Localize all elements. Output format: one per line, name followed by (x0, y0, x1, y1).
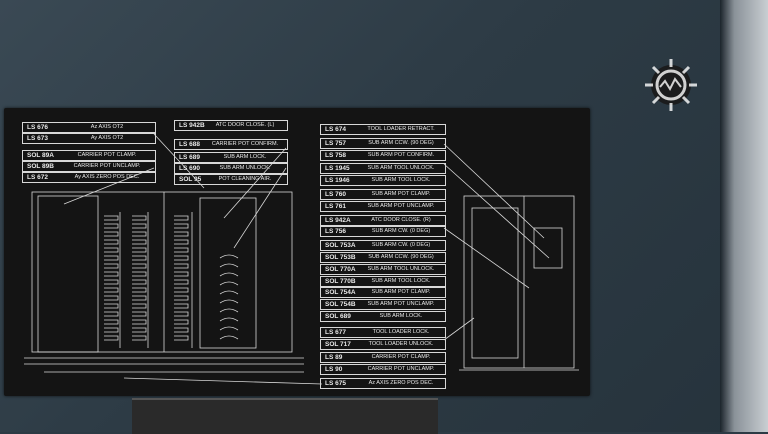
label-code: SOL 89B (27, 163, 54, 170)
label-code: LS 672 (27, 174, 48, 181)
label-ls-90: LS 90 CARRIER POT UNCLAMP. (320, 364, 446, 376)
label-ls-942a: LS 942A ATC DOOR CLOSE. (R) (320, 214, 446, 226)
label-desc: SUB ARM POT CLAMP. (371, 191, 431, 197)
label-sol-770b: SOL 770B SUB ARM TOOL LOCK. (320, 275, 446, 287)
label-desc: SUB ARM TOOL UNLOCK. (367, 165, 435, 172)
label-code: LS 1946 (325, 177, 350, 185)
label-code: LS 676 (27, 124, 48, 131)
label-code: SOL 770B (325, 277, 356, 285)
label-desc: Ay AXIS ZERO POS DEC. (74, 174, 140, 180)
label-code: LS 760 (325, 191, 346, 198)
label-ls-674: LS 674 TOOL LOADER RETRACT. (320, 124, 446, 135)
label-desc: Ay AXIS OT2 (90, 135, 124, 141)
label-ls-689: LS 689 SUB ARM LOCK. (174, 152, 288, 163)
label-sol-95: SOL 95 POT CLEANING AIR. (174, 174, 288, 185)
label-ls-688: LS 688 CARRIER POT CONFIRM. (174, 139, 288, 150)
label-desc: CARRIER POT UNCLAMP. (367, 366, 435, 373)
label-desc: ATC DOOR CLOSE. (R) (371, 216, 431, 223)
label-code: LS 942B (179, 122, 205, 129)
label-ls-761: LS 761 SUB ARM POT UNCLAMP. (320, 200, 446, 212)
label-code: LS 761 (325, 202, 346, 210)
label-desc: TOOL LOADER UNLOCK. (368, 340, 434, 347)
label-sol-754a: SOL 754A SUB ARM POT CLAMP. (320, 287, 446, 299)
label-ls-677: LS 677 TOOL LOADER LOCK. (320, 326, 446, 338)
label-code: SOL 89A (27, 152, 54, 159)
label-desc: SUB ARM TOOL UNLOCK. (367, 265, 435, 272)
label-ls-1945: LS 1945 SUB ARM TOOL UNLOCK. (320, 163, 446, 175)
label-ls-690: LS 690 SUB ARM UNLOCK. (174, 163, 288, 174)
label-ls-942b: LS 942B ATC DOOR CLOSE. (L) (174, 120, 288, 131)
label-code: LS 673 (27, 135, 48, 142)
label-code: LS 688 (179, 141, 200, 148)
label-desc: SUB ARM LOCK. (379, 313, 423, 319)
label-code: SOL 754B (325, 301, 356, 309)
label-desc: SUB ARM CCW. (90 DEG) (368, 254, 434, 260)
label-desc: SUB ARM LOCK. (223, 154, 267, 160)
label-code: LS 675 (325, 380, 346, 387)
label-ls-760: LS 760 SUB ARM POT CLAMP. (320, 189, 446, 200)
label-code: LS 689 (179, 154, 200, 161)
label-desc: SUB ARM TOOL LOCK. (371, 177, 431, 184)
label-code: LS 674 (325, 126, 346, 133)
label-desc: SUB ARM CW. (0 DEG) (371, 242, 431, 249)
label-code: LS 1945 (325, 165, 350, 173)
label-code: SOL 689 (325, 313, 351, 320)
label-sol-754b: SOL 754B SUB ARM POT UNCLAMP. (320, 299, 446, 311)
label-ls-673: LS 673 Ay AXIS OT2 (22, 133, 156, 144)
label-code: SOL 753A (325, 242, 356, 250)
label-desc: SUB ARM POT UNCLAMP. (367, 301, 435, 308)
label-ls-676: LS 676 Az AXIS OT2 (22, 122, 156, 133)
label-desc: CARRIER POT UNCLAMP. (73, 163, 141, 169)
label-desc: SUB ARM POT CONFIRM. (367, 151, 435, 158)
label-desc: ATC DOOR CLOSE. (L) (215, 122, 275, 128)
label-desc: Az AXIS OT2 (90, 124, 124, 130)
label-code: LS 89 (325, 354, 343, 362)
label-code: SOL 717 (325, 340, 351, 348)
label-desc: CARRIER POT CONFIRM. (211, 141, 279, 147)
label-ls-89: LS 89 CARRIER POT CLAMP. (320, 352, 446, 364)
label-desc: SUB ARM CW. (0 DEG) (371, 228, 431, 235)
label-code: LS 757 (325, 139, 346, 147)
label-desc: Az AXIS ZERO POS DEC. (368, 380, 434, 386)
label-code: SOL 95 (179, 176, 202, 183)
label-desc: TOOL LOADER LOCK. (372, 328, 430, 335)
label-desc: SUB ARM TOOL LOCK. (371, 277, 431, 284)
gear-logo-icon (645, 59, 697, 111)
label-code: SOL 753B (325, 254, 356, 261)
label-code: LS 756 (325, 228, 346, 236)
label-ls-758: LS 758 SUB ARM POT CONFIRM. (320, 149, 446, 161)
label-desc: SUB ARM CCW. (90 DEG) (368, 139, 434, 146)
label-desc: SUB ARM POT UNCLAMP. (367, 202, 435, 209)
label-code: LS 758 (325, 151, 346, 159)
label-sol-753a: SOL 753A SUB ARM CW. (0 DEG) (320, 240, 446, 252)
label-sol-717: SOL 717 TOOL LOADER UNLOCK. (320, 338, 446, 350)
label-ls-1946: LS 1946 SUB ARM TOOL LOCK. (320, 175, 446, 187)
label-sol-89b: SOL 89B CARRIER POT UNCLAMP. (22, 161, 156, 172)
label-code: LS 677 (325, 328, 346, 336)
label-code: LS 690 (179, 165, 200, 172)
label-desc: SUB ARM POT CLAMP. (371, 289, 431, 296)
label-desc: TOOL LOADER RETRACT. (367, 126, 435, 132)
label-ls-672: LS 672 Ay AXIS ZERO POS DEC. (22, 172, 156, 183)
panel-edge (720, 0, 768, 432)
label-sol-753b: SOL 753B SUB ARM CCW. (90 DEG) (320, 252, 446, 263)
label-ls-756: LS 756 SUB ARM CW. (0 DEG) (320, 226, 446, 238)
label-ls-675: LS 675 Az AXIS ZERO POS DEC. (320, 378, 446, 389)
label-sol-770a: SOL 770A SUB ARM TOOL UNLOCK. (320, 263, 446, 275)
label-desc: CARRIER POT CLAMP. (77, 152, 137, 158)
machine-diagram (24, 133, 579, 385)
panel-slot (132, 398, 438, 434)
label-code: LS 942A (325, 216, 351, 224)
label-desc: SUB ARM UNLOCK. (219, 165, 271, 171)
label-sol-89a: SOL 89A CARRIER POT CLAMP. (22, 150, 156, 161)
label-code: SOL 770A (325, 265, 356, 273)
label-ls-757: LS 757 SUB ARM CCW. (90 DEG) (320, 137, 446, 149)
label-code: LS 90 (325, 366, 343, 374)
label-desc: POT CLEANING AIR. (218, 176, 272, 182)
label-code: SOL 754A (325, 289, 356, 297)
label-sol-689: SOL 689 SUB ARM LOCK. (320, 311, 446, 322)
label-desc: CARRIER POT CLAMP. (371, 354, 431, 361)
